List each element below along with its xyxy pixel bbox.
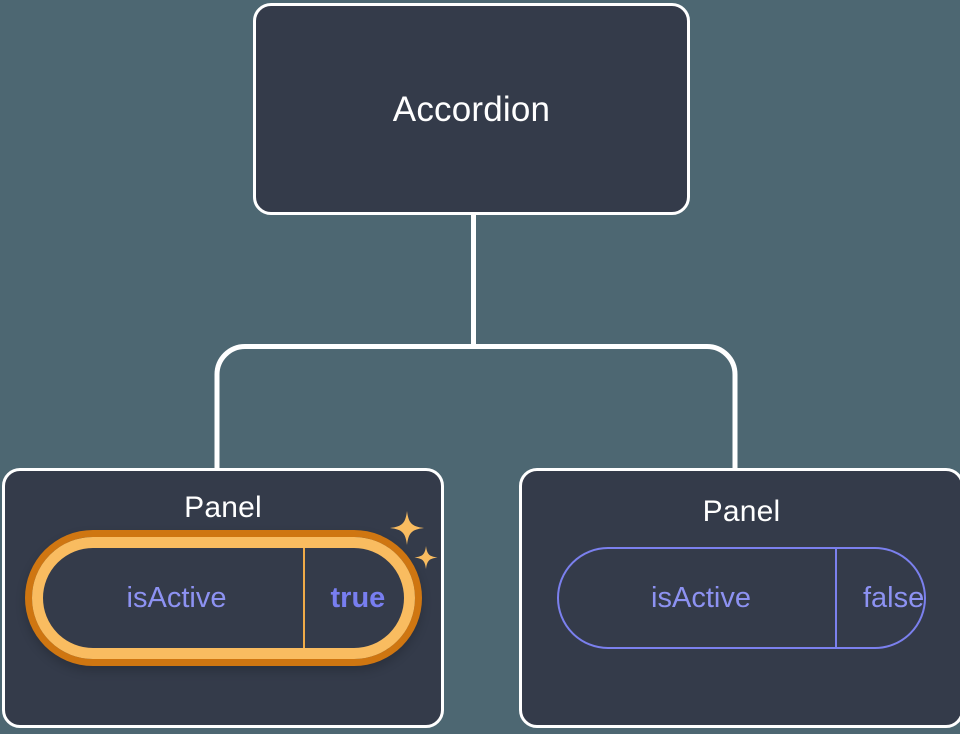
connector-branch-right [473, 344, 738, 470]
prop-pill-inactive-wrap: isActive false [557, 547, 926, 649]
node-accordion[interactable]: Accordion [253, 3, 690, 215]
prop-value-label: false [835, 549, 958, 647]
prop-pill-isactive-true[interactable]: isActive true [31, 537, 415, 659]
node-panel-active[interactable]: Panel isActive true [2, 468, 444, 728]
prop-value-label: true [302, 548, 420, 648]
prop-pill-isactive-false[interactable]: isActive false [557, 547, 926, 649]
connector-branch-left [214, 344, 474, 470]
node-panel-active-title: Panel [184, 491, 262, 524]
node-panel-inactive[interactable]: Panel isActive false [519, 468, 960, 728]
node-panel-inactive-title: Panel [702, 495, 781, 528]
prop-key-label: isActive [126, 581, 227, 614]
node-accordion-title: Accordion [392, 89, 551, 129]
prop-key-label: isActive [651, 581, 751, 614]
prop-pill-active-wrap: isActive true [31, 511, 437, 659]
sparkle-large-icon [389, 511, 424, 545]
